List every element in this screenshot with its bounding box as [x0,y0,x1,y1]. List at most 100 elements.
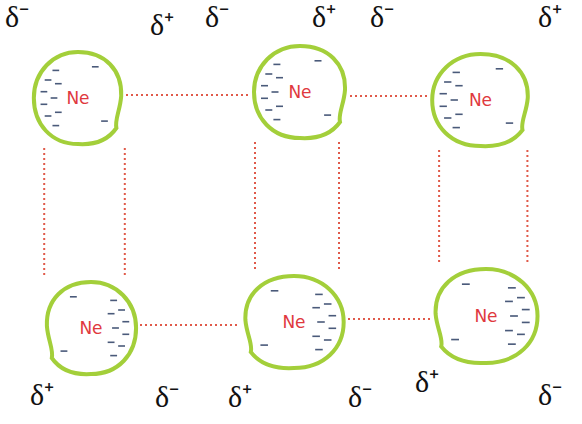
electron-mark [122,321,129,323]
partial-charge: δ⁺ [228,380,252,414]
electron-cloud [245,276,343,368]
partial-charge: δ⁺ [538,0,562,34]
electron-mark [55,112,62,114]
dispersion-attraction [254,142,256,272]
dispersion-attraction [124,148,126,278]
electron-mark [505,330,513,332]
electron-mark [112,327,119,329]
neon-atom: Ne [428,50,533,150]
dispersion-attraction [526,150,528,265]
neon-atom: Ne [240,272,348,372]
electron-mark [276,106,283,108]
electron-mark [45,115,52,117]
electron-mark [52,70,59,72]
electron-mark [315,60,322,62]
partial-charge: δ⁻ [155,380,179,414]
electron-mark [271,290,279,292]
electron-mark [453,127,460,129]
electron-mark [440,106,447,108]
electron-mark [440,93,447,95]
electron-cloud [34,52,121,144]
electron-mark [260,344,268,346]
electron-mark [122,333,129,335]
electron-mark [265,109,272,111]
electron-mark [41,104,48,106]
element-symbol: Ne [474,306,497,326]
neon-atom: Ne [250,42,350,142]
partial-charge: δ⁻ [348,380,372,414]
partial-charge: δ⁻ [5,0,29,34]
electron-mark [273,119,280,121]
dispersion-attraction [338,142,340,272]
electron-mark [329,315,337,317]
partial-charge: δ⁺ [312,0,336,34]
partial-charge: δ⁻ [205,0,229,34]
element-symbol: Ne [282,312,305,332]
dispersion-attraction [140,324,240,326]
electron-mark [261,98,268,100]
electron-mark [276,77,283,79]
electron-mark [312,307,320,309]
electron-mark [273,64,280,66]
electron-mark [455,114,462,116]
electron-mark [506,122,513,124]
electron-mark [55,83,62,85]
electron-mark [329,327,337,329]
electron-mark [444,81,451,83]
neon-atom: Ne [42,278,140,378]
electron-mark [92,66,99,68]
electron-mark [451,99,458,101]
electron-mark [444,117,451,119]
electron-mark [508,287,516,289]
electron-mark [118,309,125,311]
electron-mark [496,68,503,70]
element-symbol: Ne [79,318,102,338]
electron-mark [324,303,332,305]
electron-mark [324,114,331,116]
electron-mark [265,73,272,75]
electron-cloud [47,282,136,374]
electron-mark [45,79,52,81]
electron-mark [517,334,525,336]
partial-charge: δ⁺ [150,8,174,42]
electron-mark [522,322,530,324]
electron-mark [52,125,59,127]
electron-mark [315,294,323,296]
electron-mark [312,335,320,337]
electron-mark [108,341,115,343]
partial-charge: δ⁻ [538,378,562,412]
electron-mark [315,349,323,351]
electron-mark [522,309,530,311]
electron-mark [453,72,460,74]
element-symbol: Ne [469,90,492,110]
electron-cloud [432,54,528,146]
dispersion-attraction [43,148,45,278]
electron-mark [41,91,48,93]
electron-mark [508,343,516,345]
electron-mark [462,283,470,285]
electron-mark [51,97,58,99]
electron-mark [261,85,268,87]
electron-cloud [254,46,345,138]
electron-mark [272,91,279,93]
electron-mark [101,120,108,122]
neon-atom: Ne [430,265,542,367]
dispersion-attraction [350,95,428,97]
electron-mark [505,301,513,303]
electron-mark [324,339,332,341]
dispersion-attraction [348,318,430,320]
electron-mark [118,345,125,347]
electron-mark [70,296,77,298]
electron-mark [451,339,459,341]
electron-mark [110,355,117,357]
element-symbol: Ne [66,88,89,108]
element-symbol: Ne [288,82,311,102]
electron-mark [517,297,525,299]
electron-mark [317,321,325,323]
neon-atom: Ne [30,48,126,148]
electron-cloud [436,269,538,363]
electron-mark [110,300,117,302]
electron-mark [61,350,68,352]
electron-mark [510,315,518,317]
partial-charge: δ⁻ [370,0,394,34]
